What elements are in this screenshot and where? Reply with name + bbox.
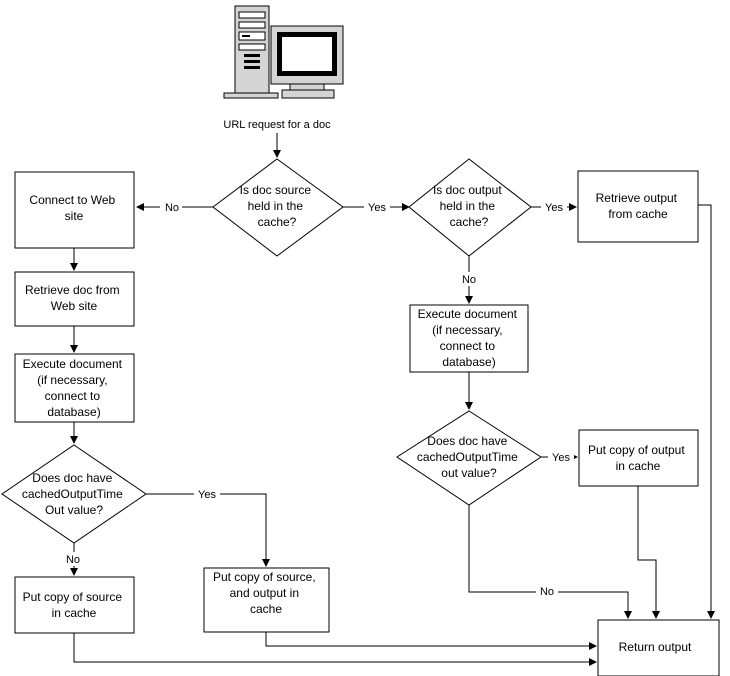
text-execute-left: Execute document (if necessary, connect …	[23, 357, 126, 419]
text-retrieve-doc: Retrieve doc from Web site	[25, 283, 123, 313]
edge-labels: No Yes Yes No Yes No Yes No	[64, 200, 574, 599]
computer-tower-icon	[223, 5, 279, 99]
terminal-return-output	[597, 619, 720, 676]
process-retrieve-output	[577, 170, 699, 243]
text-execute-right: Execute document (if necessary, connect …	[418, 307, 521, 369]
edge-label-left-yes: Yes	[198, 489, 216, 501]
text-decision-source: Is doc source held in the cache?	[240, 183, 315, 229]
process-put-output-right	[578, 429, 699, 487]
edge-label-right-yes: Yes	[552, 452, 570, 464]
text-decision-output: Is doc output held in the cache?	[433, 183, 505, 229]
decision-timeout-right	[396, 410, 542, 506]
decision-timeout-left	[1, 444, 147, 544]
text-put-source-output: Put copy of source, and output in cache	[213, 570, 319, 616]
text-decision-timeout-right: Does doc have cachedOutputTime out value…	[417, 434, 521, 480]
text-connect-web: Connect to Web site	[29, 193, 118, 223]
text-return-output: Return output	[619, 640, 692, 654]
process-put-source	[14, 576, 135, 634]
process-retrieve-doc	[14, 271, 135, 327]
decision-output-cached	[408, 158, 532, 257]
process-execute-right	[409, 304, 529, 373]
edge-label-output-no: No	[462, 274, 476, 286]
text-put-source: Put copy of source in cache	[23, 590, 126, 620]
text-retrieve-output: Retrieve output from cache	[596, 191, 681, 221]
text-decision-timeout-left: Does doc have cachedOutputTime Out value…	[22, 471, 126, 517]
edge-label-source-no: No	[165, 202, 179, 214]
request-label: URL request for a doc	[223, 119, 331, 131]
process-execute-left	[14, 353, 135, 423]
edge-label-left-no: No	[66, 554, 80, 566]
text-put-output-right: Put copy of output in cache	[588, 443, 688, 473]
decision-source-cached	[212, 158, 344, 257]
process-connect-web	[14, 171, 135, 249]
monitor-icon	[270, 25, 344, 99]
edge-label-right-no: No	[540, 586, 554, 598]
process-put-source-output	[203, 567, 330, 633]
edge-label-source-yes: Yes	[368, 202, 386, 214]
edge-label-output-yes: Yes	[545, 202, 563, 214]
